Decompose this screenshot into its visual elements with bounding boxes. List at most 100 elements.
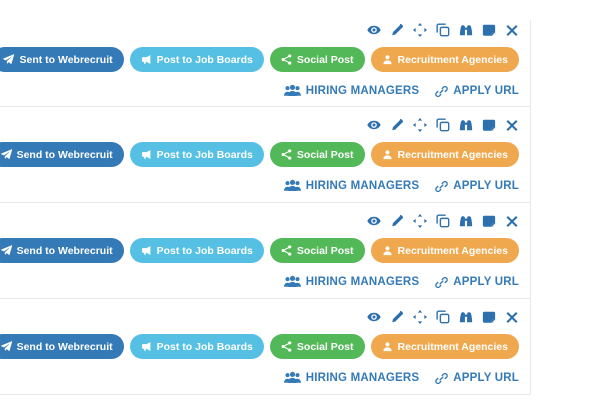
clone-icon[interactable] xyxy=(436,23,450,37)
send-to-webrecruit-label: Send to Webrecruit xyxy=(16,340,113,353)
post-to-job-boards-label: Post to Job Boards xyxy=(156,340,253,353)
move-icon[interactable] xyxy=(413,310,427,324)
send-to-webrecruit-button[interactable]: Sent to Webrecruit xyxy=(0,47,124,72)
user-icon xyxy=(382,341,393,352)
clone-icon[interactable] xyxy=(436,310,450,324)
user-icon xyxy=(382,54,393,65)
distribution-buttons: Sent to Webrecruit Post to Job Boards So… xyxy=(0,47,519,72)
binoculars-icon[interactable] xyxy=(459,310,473,324)
hiring-managers-link[interactable]: HIRING MANAGERS xyxy=(283,370,420,387)
job-row: Send to Webrecruit Post to Job Boards So… xyxy=(0,299,530,395)
binoculars-icon[interactable] xyxy=(459,118,473,132)
pencil-icon[interactable] xyxy=(390,118,404,132)
sticky-note-icon[interactable] xyxy=(482,310,496,324)
distribution-buttons: Send to Webrecruit Post to Job Boards So… xyxy=(0,238,519,263)
bullhorn-icon xyxy=(141,245,152,256)
recruitment-agencies-label: Recruitment Agencies xyxy=(397,53,508,66)
post-to-job-boards-label: Post to Job Boards xyxy=(156,148,253,161)
apply-url-link[interactable]: APPLY URL xyxy=(435,372,519,385)
social-post-label: Social Post xyxy=(296,244,354,257)
hiring-managers-label: HIRING MANAGERS xyxy=(305,372,420,384)
recruitment-agencies-button[interactable]: Recruitment Agencies xyxy=(370,47,519,72)
recruitment-agencies-button[interactable]: Recruitment Agencies xyxy=(370,238,519,263)
paper-plane-icon xyxy=(0,341,12,352)
bullhorn-icon xyxy=(141,341,152,352)
send-to-webrecruit-label: Sent to Webrecruit xyxy=(19,53,113,66)
hiring-managers-label: HIRING MANAGERS xyxy=(305,85,420,97)
close-icon[interactable] xyxy=(505,118,519,132)
pencil-icon[interactable] xyxy=(390,310,404,324)
eye-icon[interactable] xyxy=(367,214,381,228)
apply-url-label: APPLY URL xyxy=(453,85,519,97)
user-icon xyxy=(382,245,393,256)
recruitment-agencies-label: Recruitment Agencies xyxy=(397,244,508,257)
users-icon xyxy=(283,275,301,287)
social-post-button[interactable]: Social Post xyxy=(269,238,365,263)
share-icon xyxy=(281,149,292,160)
social-post-label: Social Post xyxy=(296,53,354,66)
clone-icon[interactable] xyxy=(436,118,450,132)
close-icon[interactable] xyxy=(505,310,519,324)
apply-url-label: APPLY URL xyxy=(453,372,519,384)
sticky-note-icon[interactable] xyxy=(482,214,496,228)
pencil-icon[interactable] xyxy=(390,23,404,37)
user-icon xyxy=(382,149,393,160)
social-post-button[interactable]: Social Post xyxy=(269,47,365,72)
hiring-managers-link[interactable]: HIRING MANAGERS xyxy=(283,178,420,195)
sticky-note-icon[interactable] xyxy=(482,118,496,132)
post-to-job-boards-label: Post to Job Boards xyxy=(156,244,253,257)
binoculars-icon[interactable] xyxy=(459,23,473,37)
post-to-job-boards-label: Post to Job Boards xyxy=(156,53,253,66)
hiring-managers-link[interactable]: HIRING MANAGERS xyxy=(283,83,420,100)
apply-url-label: APPLY URL xyxy=(453,180,519,192)
paper-plane-icon xyxy=(0,149,12,160)
eye-icon[interactable] xyxy=(367,118,381,132)
post-to-job-boards-button[interactable]: Post to Job Boards xyxy=(129,47,264,72)
social-post-button[interactable]: Social Post xyxy=(269,142,365,167)
social-post-label: Social Post xyxy=(296,148,354,161)
send-to-webrecruit-button[interactable]: Send to Webrecruit xyxy=(0,334,124,359)
recruitment-agencies-button[interactable]: Recruitment Agencies xyxy=(370,334,519,359)
distribution-buttons: Send to Webrecruit Post to Job Boards So… xyxy=(0,334,519,359)
users-icon xyxy=(283,179,301,191)
job-rows-container: Sent to Webrecruit Post to Job Boards So… xyxy=(0,20,531,395)
apply-url-label: APPLY URL xyxy=(453,276,519,288)
move-icon[interactable] xyxy=(413,214,427,228)
social-post-label: Social Post xyxy=(296,340,354,353)
apply-url-link[interactable]: APPLY URL xyxy=(435,276,519,289)
close-icon[interactable] xyxy=(505,214,519,228)
bullhorn-icon xyxy=(141,54,152,65)
row-action-toolbar xyxy=(367,213,519,229)
social-post-button[interactable]: Social Post xyxy=(269,334,365,359)
recruitment-agencies-label: Recruitment Agencies xyxy=(397,340,508,353)
users-icon xyxy=(283,84,301,96)
send-to-webrecruit-button[interactable]: Send to Webrecruit xyxy=(0,238,124,263)
row-quick-links: HIRING MANAGERS APPLY URL xyxy=(283,369,519,387)
row-quick-links: HIRING MANAGERS APPLY URL xyxy=(283,177,519,195)
send-to-webrecruit-button[interactable]: Send to Webrecruit xyxy=(0,142,124,167)
eye-icon[interactable] xyxy=(367,23,381,37)
apply-url-link[interactable]: APPLY URL xyxy=(435,85,519,98)
post-to-job-boards-button[interactable]: Post to Job Boards xyxy=(129,142,264,167)
clone-icon[interactable] xyxy=(436,214,450,228)
hiring-managers-link[interactable]: HIRING MANAGERS xyxy=(283,274,420,291)
apply-url-link[interactable]: APPLY URL xyxy=(435,180,519,193)
job-row: Sent to Webrecruit Post to Job Boards So… xyxy=(0,20,530,107)
close-icon[interactable] xyxy=(505,23,519,37)
binoculars-icon[interactable] xyxy=(459,214,473,228)
move-icon[interactable] xyxy=(413,118,427,132)
post-to-job-boards-button[interactable]: Post to Job Boards xyxy=(129,334,264,359)
link-icon xyxy=(435,85,449,97)
link-icon xyxy=(435,180,449,192)
share-icon xyxy=(281,341,292,352)
pencil-icon[interactable] xyxy=(390,214,404,228)
row-action-toolbar xyxy=(367,22,519,38)
eye-icon[interactable] xyxy=(367,310,381,324)
row-quick-links: HIRING MANAGERS APPLY URL xyxy=(283,273,519,291)
move-icon[interactable] xyxy=(413,23,427,37)
row-quick-links: HIRING MANAGERS APPLY URL xyxy=(283,82,519,100)
post-to-job-boards-button[interactable]: Post to Job Boards xyxy=(129,238,264,263)
sticky-note-icon[interactable] xyxy=(482,23,496,37)
row-action-toolbar xyxy=(367,117,519,133)
recruitment-agencies-button[interactable]: Recruitment Agencies xyxy=(370,142,519,167)
